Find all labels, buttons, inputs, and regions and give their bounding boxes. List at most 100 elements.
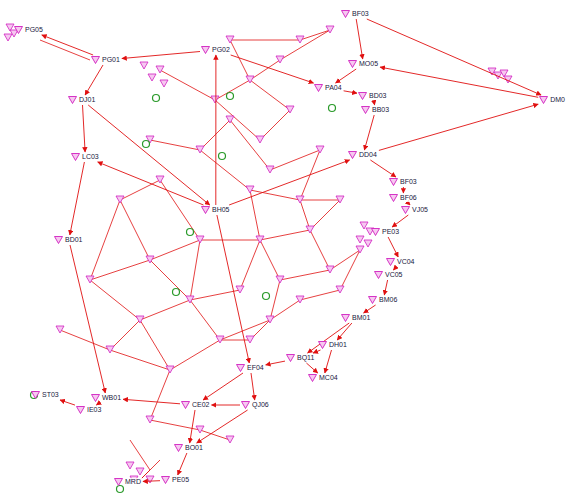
survey-station: PA04 xyxy=(314,84,343,92)
station-marker xyxy=(314,84,323,92)
survey-station: BH05 xyxy=(201,206,231,214)
station-label: ST03 xyxy=(41,391,60,399)
station-marker xyxy=(31,391,40,399)
station-label: BO01 xyxy=(184,444,204,452)
baseline-arrow xyxy=(212,405,241,406)
station-label: BF03 xyxy=(351,10,370,18)
station-marker xyxy=(389,178,398,186)
station-marker xyxy=(4,24,512,483)
baseline-arrow xyxy=(98,162,204,205)
survey-station: WB01 xyxy=(91,394,122,402)
station-label: BB03 xyxy=(371,106,390,114)
baseline-arrow xyxy=(266,361,285,365)
baseline-arrow xyxy=(306,363,317,373)
baseline-arrow xyxy=(143,480,160,482)
station-marker xyxy=(174,444,183,452)
station-label: BM06 xyxy=(378,296,398,304)
baseline-arrow xyxy=(85,65,103,95)
baseline-arrow xyxy=(325,350,332,373)
survey-station: BQ11 xyxy=(286,354,315,362)
baseline-arrow xyxy=(373,101,375,105)
station-label: DD04 xyxy=(358,151,378,159)
baseline-arrow xyxy=(393,267,396,270)
station-marker xyxy=(539,96,548,104)
survey-station: PE03 xyxy=(371,228,400,236)
baseline-arrow xyxy=(379,104,538,150)
station-marker xyxy=(201,46,210,54)
station-label: QJ06 xyxy=(251,401,270,409)
baseline-arrow xyxy=(403,187,404,193)
baseline-arrow xyxy=(367,19,541,95)
station-marker xyxy=(68,96,77,104)
station-marker xyxy=(236,364,245,372)
station-marker xyxy=(91,394,100,402)
station-label: MO05 xyxy=(358,60,379,68)
station-label: PG02 xyxy=(211,46,231,54)
survey-station: VC05 xyxy=(374,271,404,279)
baseline-arrow xyxy=(190,410,195,443)
baseline-arrow xyxy=(364,115,374,150)
station-marker xyxy=(76,406,85,414)
survey-station: QJ06 xyxy=(241,401,270,409)
station-label: PE05 xyxy=(171,476,190,484)
station-marker xyxy=(14,26,23,34)
baseline-arrow xyxy=(388,237,398,257)
station-label: MC04 xyxy=(318,374,339,382)
station-marker xyxy=(181,401,190,409)
baseline-arrow xyxy=(42,35,93,55)
station-label: BF03 xyxy=(399,178,418,186)
control-point-circle xyxy=(31,93,336,493)
survey-station: BM01 xyxy=(341,314,371,322)
network-line xyxy=(40,30,360,480)
baseline-arrow xyxy=(217,215,249,363)
station-marker xyxy=(368,296,377,304)
station-marker xyxy=(91,56,100,64)
baseline-arrow xyxy=(370,160,396,177)
station-marker xyxy=(389,194,398,202)
baseline-arrow xyxy=(392,215,408,227)
station-marker xyxy=(348,151,357,159)
survey-station: BF03 xyxy=(341,10,370,18)
station-label: PE03 xyxy=(381,228,400,236)
station-label: EF04 xyxy=(246,364,265,372)
station-label: DJ01 xyxy=(78,96,96,104)
station-marker xyxy=(71,153,80,161)
station-marker xyxy=(358,92,367,100)
survey-station: BB03 xyxy=(361,106,390,114)
station-marker xyxy=(371,228,380,236)
baseline-arrow xyxy=(83,105,86,152)
baseline-arrow xyxy=(60,400,75,405)
station-label: WB01 xyxy=(101,394,122,402)
baseline-arrow xyxy=(70,162,85,235)
survey-station: ST03 xyxy=(31,391,60,399)
baseline-arrow xyxy=(251,373,255,400)
station-marker xyxy=(241,401,250,409)
baseline-arrow xyxy=(122,52,200,59)
survey-station: BM06 xyxy=(368,296,398,304)
baseline-arrow xyxy=(178,453,187,475)
baseline-arrow xyxy=(197,410,248,443)
station-marker xyxy=(286,354,295,362)
baseline-arrow xyxy=(364,305,376,313)
survey-station: PG01 xyxy=(91,56,121,64)
baseline-arrow xyxy=(384,280,387,295)
station-label: BD03 xyxy=(368,92,388,100)
station-label: VJ05 xyxy=(411,206,429,214)
survey-station: BF03 xyxy=(389,178,418,186)
station-label: BF06 xyxy=(399,194,418,202)
station-marker xyxy=(374,271,383,279)
survey-station: EF04 xyxy=(236,364,265,372)
station-label: BQ11 xyxy=(296,354,315,362)
baseline-arrow xyxy=(344,91,357,93)
baseline-arrow xyxy=(88,105,210,205)
survey-station: CE02 xyxy=(181,401,211,409)
baseline-arrow xyxy=(336,69,357,83)
station-marker xyxy=(341,314,350,322)
baseline-arrow xyxy=(229,160,350,205)
survey-station: MC04 xyxy=(308,374,339,382)
baseline-arrow xyxy=(356,19,363,59)
station-label: BM01 xyxy=(351,314,371,322)
survey-station: IE03 xyxy=(76,406,102,414)
